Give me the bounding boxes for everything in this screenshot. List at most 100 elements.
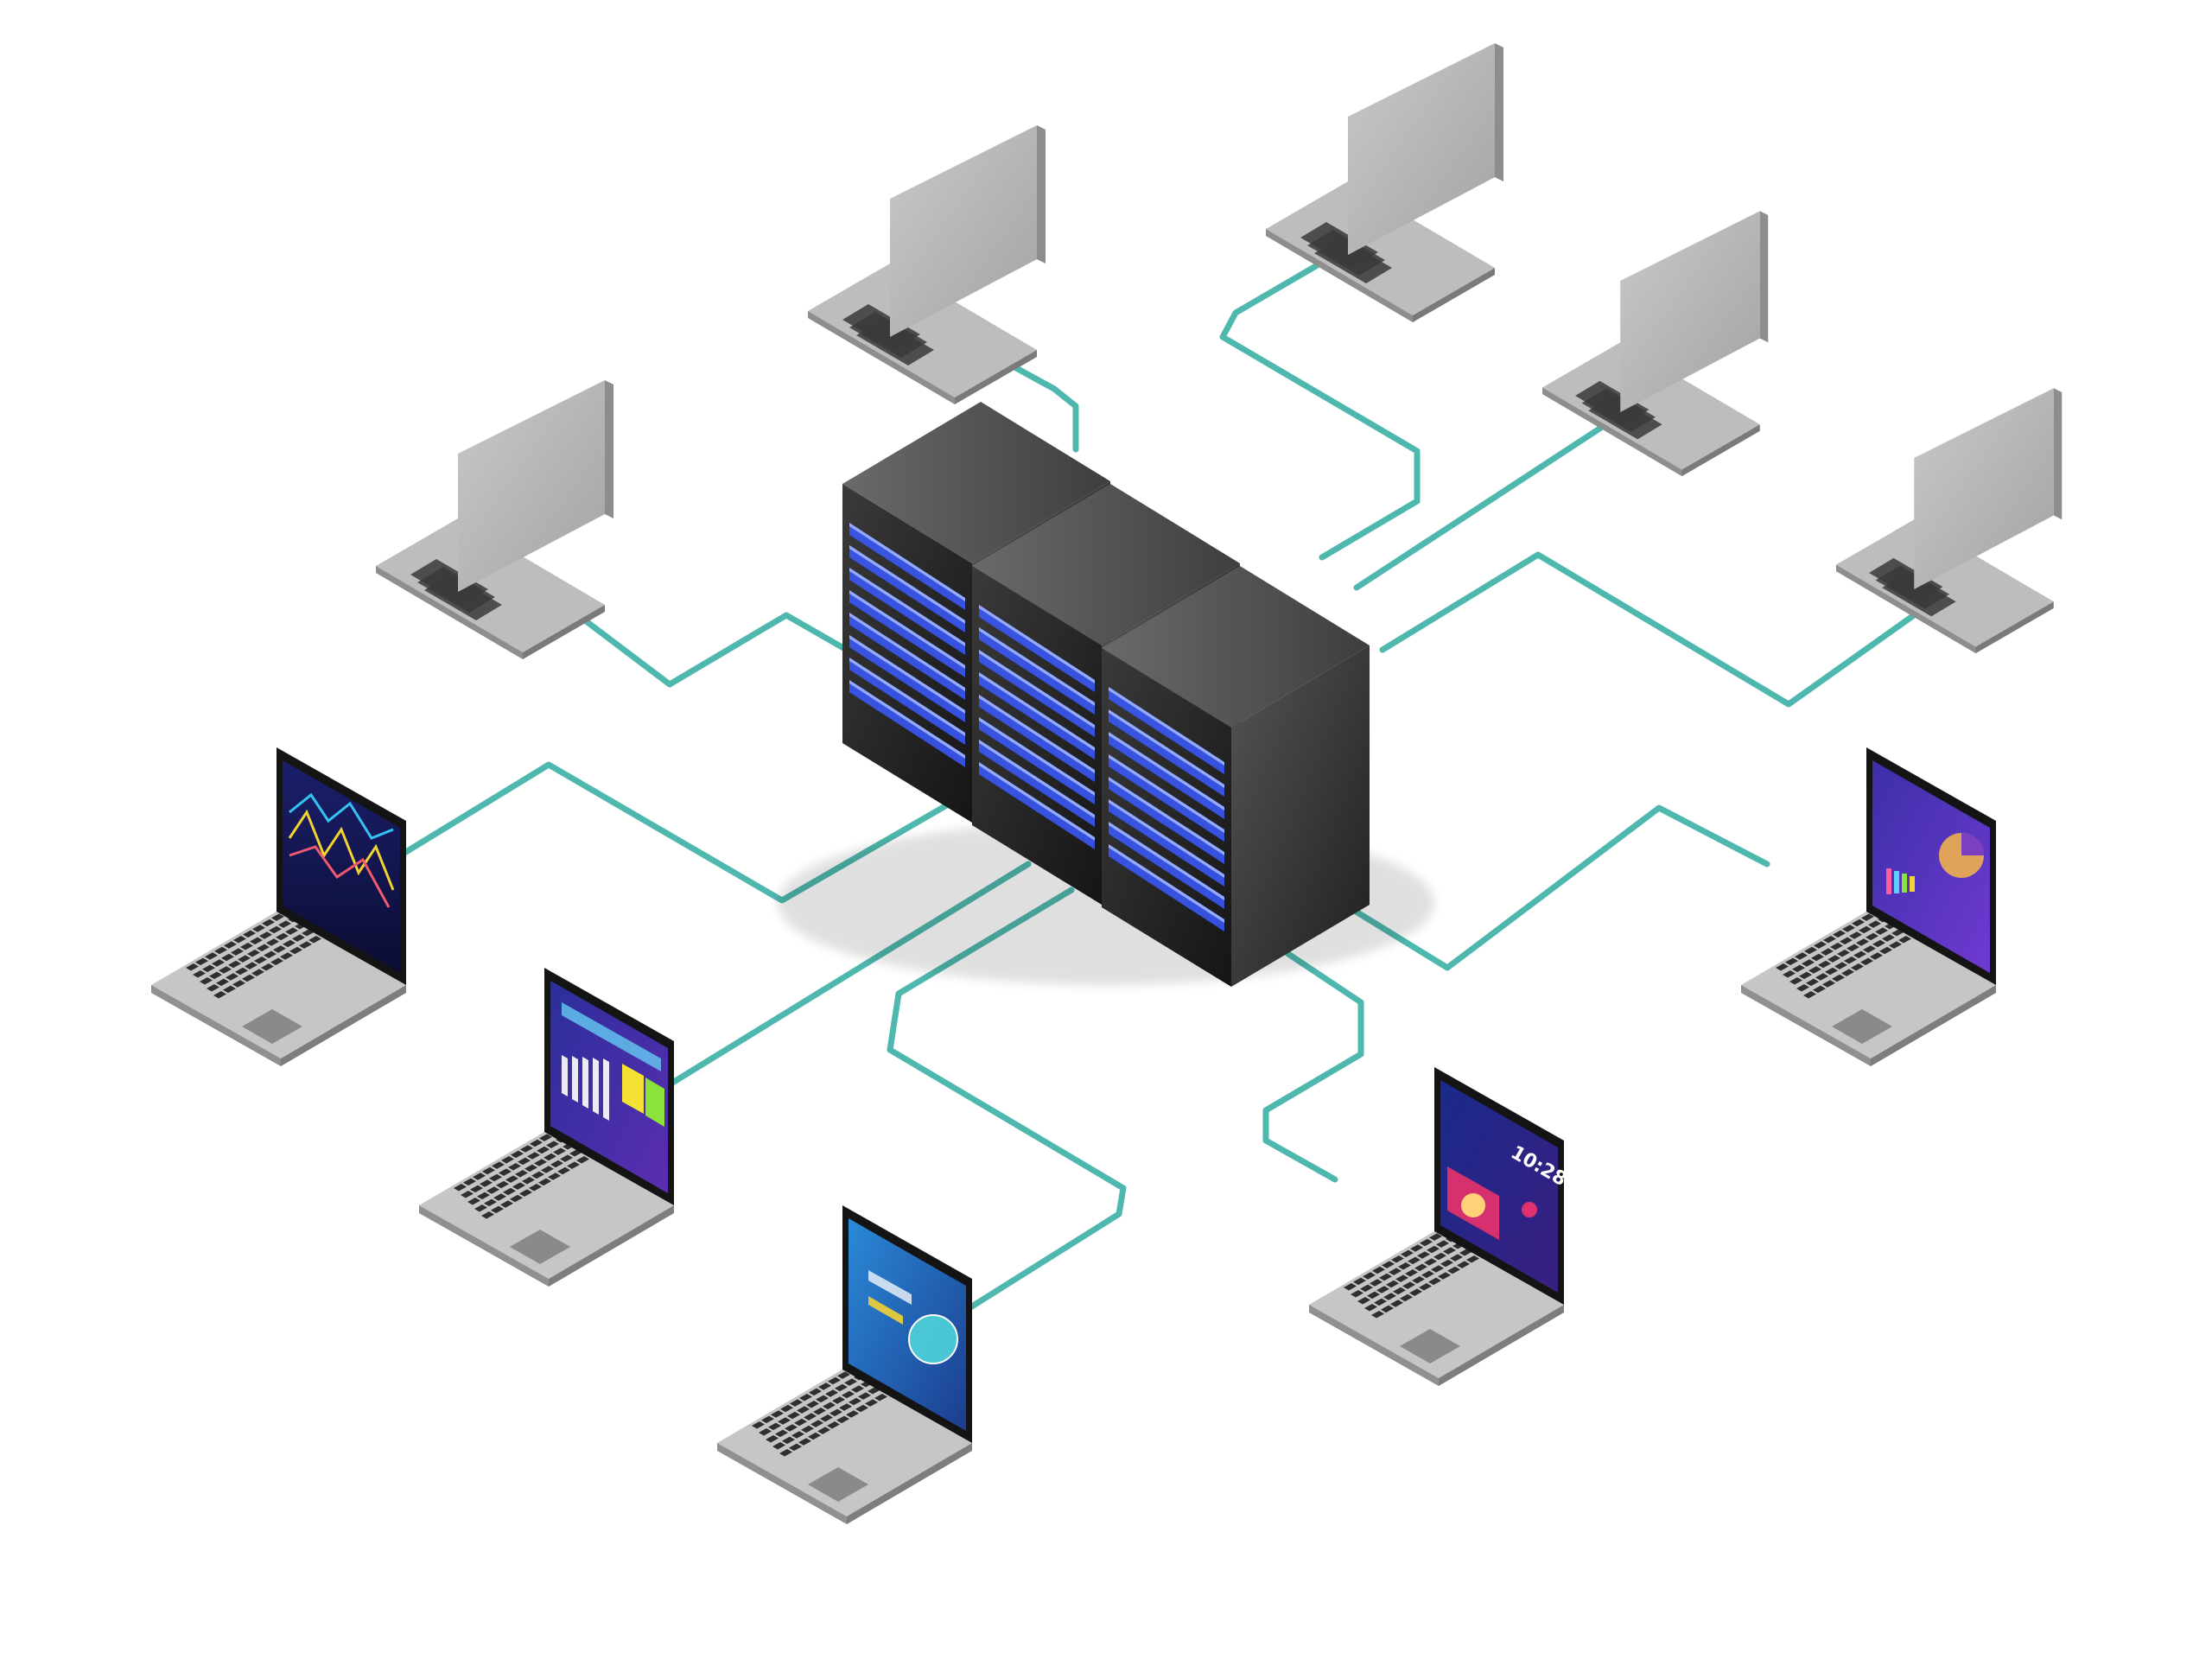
- laptop-key: [810, 1420, 823, 1427]
- laptop-key: [1429, 1233, 1442, 1241]
- server-drive-highlight: [1109, 754, 1224, 833]
- laptop-key: [261, 963, 274, 971]
- laptop-base: [1741, 912, 1996, 1058]
- laptop-touchpad: [242, 1009, 302, 1044]
- laptop-far-right: [1836, 388, 2063, 654]
- laptop-key: [1870, 952, 1883, 960]
- laptop-key: [482, 1166, 495, 1175]
- laptop-touchpad: [510, 1230, 570, 1264]
- laptop-key: [851, 1385, 864, 1393]
- laptop-key: [1401, 1249, 1414, 1258]
- laptop-base: [419, 1132, 674, 1279]
- screen-bar: [562, 1055, 568, 1096]
- laptop-key: [1457, 1261, 1470, 1268]
- laptop-key: [1417, 1251, 1430, 1259]
- laptop-base: [1309, 1231, 1564, 1378]
- laptop-key: [1875, 927, 1888, 935]
- laptop-key: [470, 1185, 483, 1193]
- laptop-key: [1834, 962, 1847, 969]
- laptop-key: [245, 962, 257, 969]
- laptop-key: [835, 1383, 848, 1392]
- laptop-key: [511, 1150, 524, 1159]
- laptop-key: [250, 937, 263, 945]
- laptop-key: [553, 1147, 566, 1155]
- laptop-key: [855, 1404, 868, 1413]
- laptop-key: [1808, 966, 1821, 974]
- laptop-key: [252, 925, 265, 932]
- laptop-key: [1802, 959, 1815, 967]
- laptop-key: [780, 1404, 793, 1413]
- screen-globe-outline: [908, 1314, 958, 1364]
- laptop-key: [503, 1187, 516, 1196]
- laptop-key: [779, 1449, 792, 1457]
- cable-to-laptop-bottom: [887, 887, 1127, 1313]
- screen-chart-line: [288, 809, 395, 891]
- laptop-key: [804, 1413, 817, 1421]
- laptop-key: [1818, 960, 1831, 969]
- laptop-key: [1424, 1258, 1437, 1266]
- screen-bar: [1894, 871, 1899, 893]
- laptop-base-edge: [1741, 985, 1871, 1066]
- laptop-key: [1827, 955, 1840, 963]
- laptop-key: [299, 941, 312, 949]
- laptop-key: [463, 1178, 476, 1186]
- laptop-base-edge: [1681, 424, 1760, 477]
- laptop-lid-edge: [605, 380, 613, 518]
- cable-to-laptop-left-closed: [550, 593, 855, 688]
- laptop-key: [278, 920, 291, 928]
- laptop-key: [1405, 1269, 1418, 1277]
- laptop-key: [243, 930, 256, 938]
- laptop-key: [1433, 1252, 1446, 1261]
- laptop-key: [512, 1182, 525, 1190]
- laptop-key: [1386, 1280, 1399, 1288]
- screen-chart-line: [289, 792, 394, 840]
- laptop-key: [766, 1435, 779, 1443]
- server-drive-highlight: [849, 658, 965, 736]
- laptop-key: [775, 1429, 788, 1438]
- laptop-key: [771, 1410, 784, 1418]
- laptop-key: [1844, 957, 1857, 964]
- laptop-key: [820, 1414, 833, 1422]
- screen-bar: [1902, 874, 1907, 893]
- laptop-key: [806, 1401, 819, 1408]
- laptop-key: [837, 1371, 850, 1379]
- laptop-key: [1815, 973, 1828, 981]
- laptop-key: [823, 1402, 836, 1410]
- laptop-key: [195, 957, 208, 966]
- laptop-key: [543, 1153, 556, 1161]
- laptop-key: [1872, 939, 1885, 948]
- laptop-key: [541, 1166, 554, 1173]
- laptop-key: [264, 950, 276, 959]
- laptop-key: [1391, 1255, 1404, 1263]
- laptop-key: [825, 1389, 838, 1397]
- laptop-base-edge: [1542, 387, 1682, 477]
- laptop-key: [251, 969, 264, 976]
- laptop-key: [1383, 1293, 1396, 1300]
- laptop-key: [518, 1157, 531, 1166]
- laptop-key: [1427, 1245, 1440, 1254]
- laptop-key: [1440, 1259, 1453, 1268]
- laptop-key: [1393, 1287, 1406, 1295]
- laptop-lid-edge: [1037, 125, 1046, 264]
- laptop-key: [782, 1436, 795, 1445]
- laptop-key: [499, 1168, 512, 1176]
- laptop-key: [520, 1145, 533, 1153]
- server-cabinet-3: [1102, 566, 1370, 987]
- laptop-key: [1795, 952, 1808, 960]
- laptops: 10:28: [151, 43, 2063, 1524]
- laptop-key: [228, 960, 241, 969]
- laptop-key: [473, 1173, 486, 1180]
- laptop-key: [461, 1191, 474, 1198]
- laptop-base-edge: [1975, 601, 2054, 654]
- server-drive-highlight: [979, 740, 1095, 818]
- server-drive-highlight: [1109, 844, 1224, 923]
- laptop-key: [1813, 985, 1826, 994]
- server-top-face: [972, 484, 1240, 645]
- laptop-key: [235, 967, 248, 976]
- laptop-base: [1542, 342, 1760, 470]
- laptop-key: [794, 1418, 807, 1427]
- screen-chart-line: [289, 845, 391, 908]
- screen-area-chart: [562, 1002, 661, 1071]
- laptop-key: [1428, 1277, 1441, 1286]
- laptop-key: [537, 1146, 550, 1154]
